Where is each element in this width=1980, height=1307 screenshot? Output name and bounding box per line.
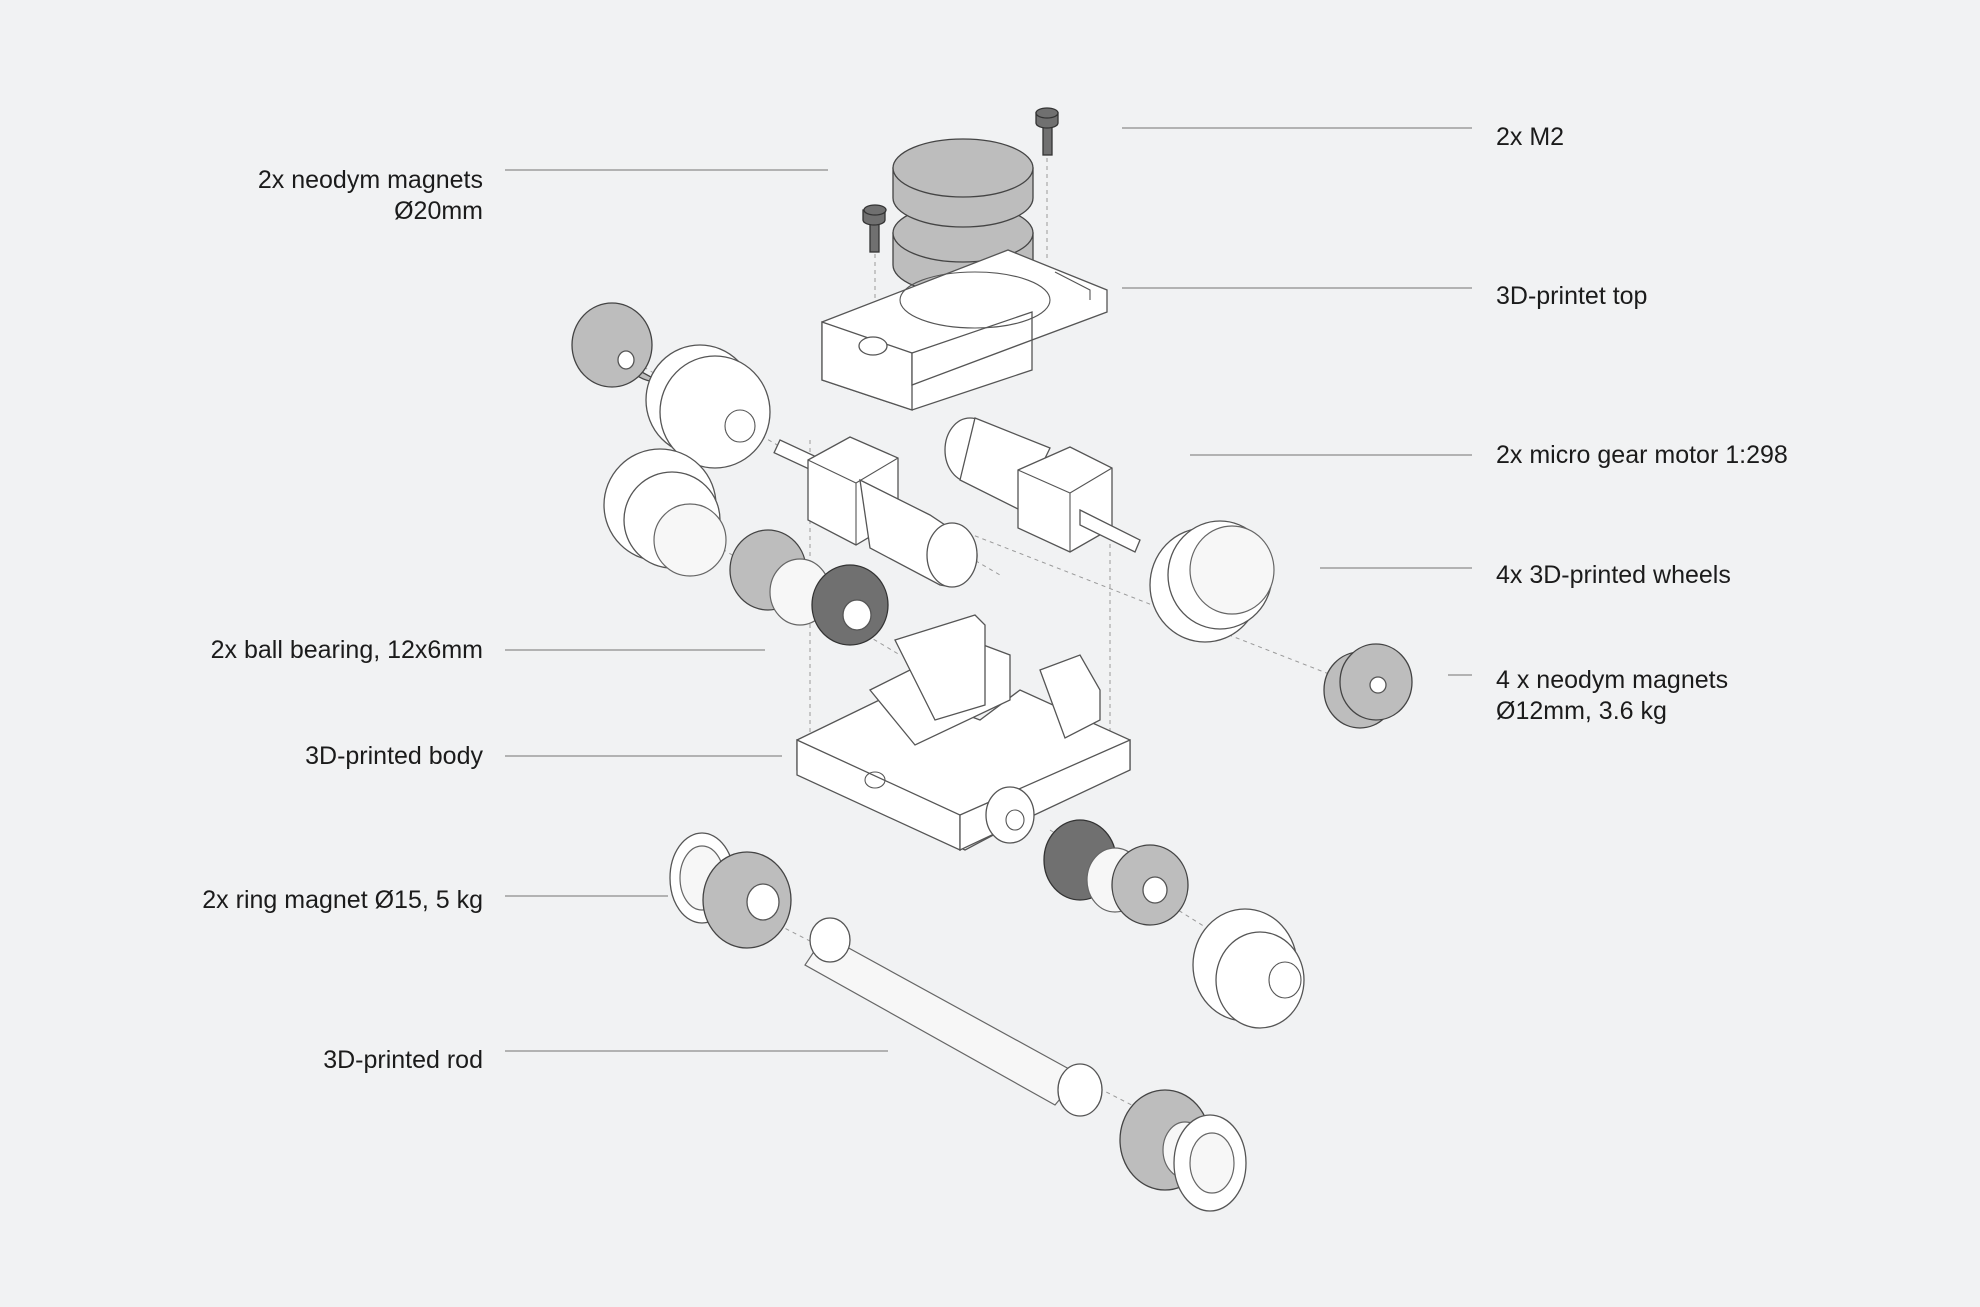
- m2-screw-right: [1035, 107, 1059, 156]
- ring-magnet-left: [669, 832, 792, 949]
- label-ball-bearing: 2x ball bearing, 12x6mm: [210, 636, 483, 664]
- label-gear-motor: 2x micro gear motor 1:298: [1496, 441, 1788, 469]
- leader-lines: [505, 127, 1472, 1052]
- label-neodym-magnets-12: 4 x neodym magnets Ø12mm, 3.6 kg: [1496, 665, 1728, 727]
- label-printed-rod: 3D-printed rod: [323, 1046, 483, 1074]
- gear-motor-right: [944, 417, 1141, 553]
- printed-body-part: [796, 614, 1131, 852]
- label-ring-magnet: 2x ring magnet Ø15, 5 kg: [202, 886, 483, 914]
- gear-motor-left: [773, 436, 978, 588]
- wheel-right-upper: [1149, 520, 1275, 643]
- label-neodym-magnets-20-line2: Ø20mm: [394, 197, 483, 225]
- label-neodym-magnets-12-line1: 4 x neodym magnets: [1496, 666, 1729, 694]
- wheel-upper-left: [645, 344, 771, 469]
- label-neodym-magnets-20-line1: 2x neodym magnets: [257, 166, 483, 194]
- printed-top-part: [821, 249, 1108, 411]
- ball-bearing-left: [729, 529, 889, 646]
- wheel-lower-right: [1192, 908, 1305, 1029]
- label-neodym-magnets-12-line2: Ø12mm, 3.6 kg: [1496, 697, 1667, 725]
- m2-screw-left: [862, 204, 887, 253]
- label-printed-top: 3D-printet top: [1496, 282, 1648, 310]
- ring-magnet-right: [1119, 1089, 1247, 1212]
- neodym-magnet-right: [1323, 643, 1413, 729]
- wheel-magnet-upper-left: [571, 302, 663, 388]
- label-printed-wheels: 4x 3D-printed wheels: [1496, 561, 1731, 589]
- wheel-mid-left: [603, 448, 727, 577]
- label-m2-screws: 2x M2: [1496, 123, 1565, 151]
- printed-rod-part: [804, 917, 1103, 1117]
- neodym-magnet-stack: [892, 138, 1034, 295]
- ball-bearing-right: [1043, 819, 1189, 926]
- label-printed-body: 3D-printed body: [305, 742, 483, 770]
- label-neodym-magnets-20: 2x neodym magnets Ø20mm: [258, 165, 483, 227]
